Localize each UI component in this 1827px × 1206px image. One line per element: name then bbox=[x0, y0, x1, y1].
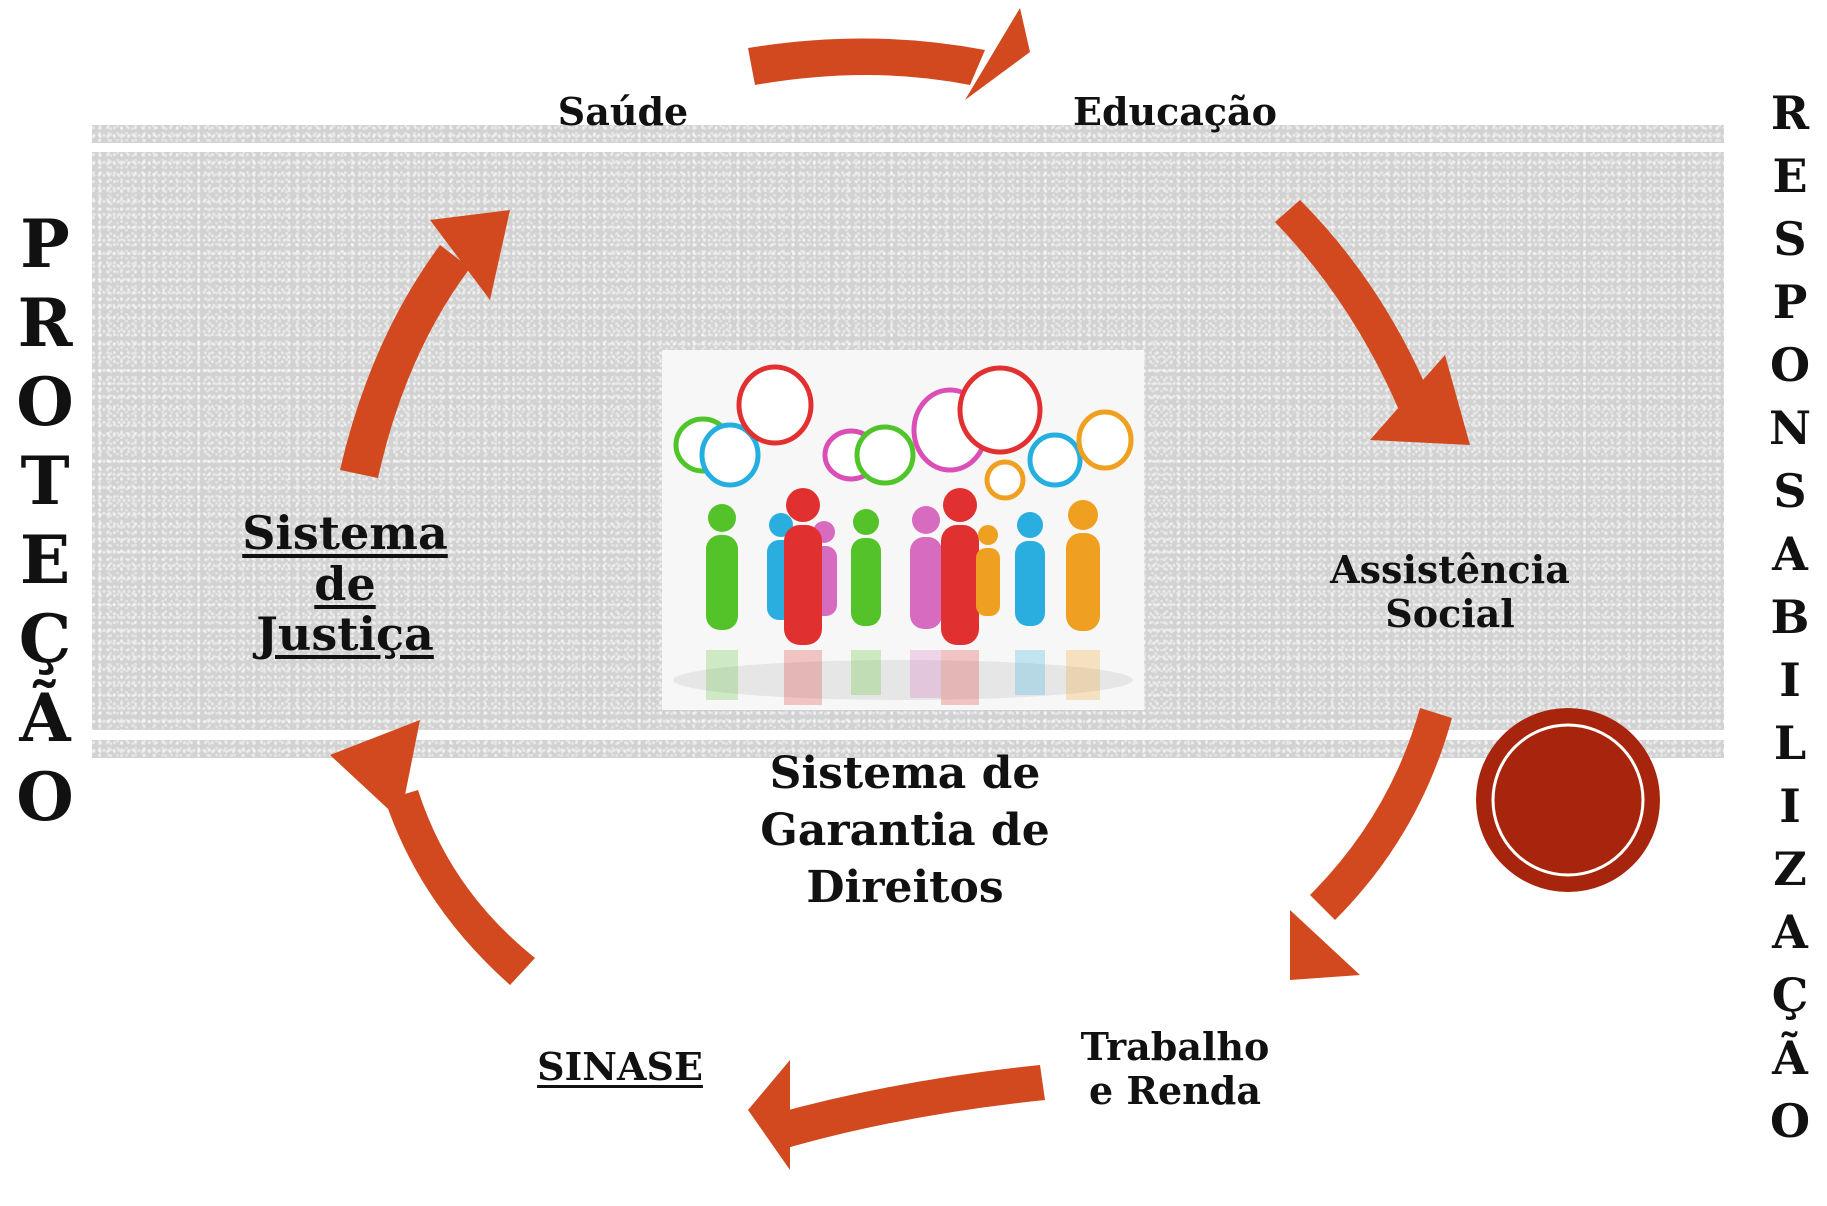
responsabilizacao-letter-9: B bbox=[1770, 590, 1810, 644]
people-speech-bubbles-illustration bbox=[662, 350, 1144, 710]
protecao-letter-8: O bbox=[16, 758, 74, 836]
node-trabalho-e-renda: Trabalho e Renda bbox=[1060, 1025, 1290, 1112]
node-sinase: SINASE bbox=[537, 1044, 703, 1089]
node-trabalho-line-2: e Renda bbox=[1089, 1067, 1261, 1113]
node-justica-line-2: de bbox=[314, 556, 376, 611]
protecao-letter-6: Ç bbox=[18, 600, 72, 678]
node-trabalho-line-1: Trabalho bbox=[1080, 1024, 1270, 1069]
responsabilizacao-letter-5: O bbox=[1769, 338, 1811, 392]
responsabilizacao-letter-14: A bbox=[1772, 905, 1808, 959]
responsabilizacao-letter-3: S bbox=[1773, 212, 1807, 266]
decorative-badge-circle bbox=[1476, 708, 1660, 892]
responsabilizacao-letter-2: E bbox=[1772, 149, 1808, 203]
background-band-bottom-strip bbox=[92, 740, 1724, 758]
responsabilizacao-letter-10: I bbox=[1779, 653, 1801, 707]
protecao-letter-4: T bbox=[20, 442, 70, 520]
node-assistencia-line-2: Social bbox=[1385, 590, 1515, 636]
responsabilizacao-letter-11: L bbox=[1773, 716, 1807, 770]
node-assistencia-line-1: Assistência bbox=[1330, 547, 1570, 592]
protecao-letter-7: Ã bbox=[19, 679, 71, 757]
arrow-sinase-to-justica bbox=[330, 720, 535, 985]
responsabilizacao-letter-15: Ç bbox=[1771, 968, 1809, 1022]
responsabilizacao-letter-17: O bbox=[1769, 1094, 1811, 1148]
arrow-justica-to-saude bbox=[340, 210, 510, 478]
center-caption-line-2: Garantia de bbox=[760, 805, 1050, 857]
responsabilizacao-letter-13: Z bbox=[1773, 842, 1807, 896]
protecao-letter-3: O bbox=[16, 363, 74, 441]
arrow-trabalho-to-sinase bbox=[748, 1060, 1045, 1170]
responsabilizacao-letter-6: N bbox=[1768, 401, 1812, 455]
responsabilizacao-letter-4: P bbox=[1772, 275, 1808, 329]
responsabilizacao-letter-16: Ã bbox=[1772, 1031, 1808, 1085]
arrow-saude-to-educacao bbox=[748, 8, 1030, 100]
responsabilizacao-letter-8: A bbox=[1772, 527, 1808, 581]
center-caption: Sistema de Garantia de Direitos bbox=[730, 745, 1080, 917]
node-justica-line-3: Justiça bbox=[256, 607, 434, 662]
center-caption-line-3: Direitos bbox=[806, 862, 1004, 914]
protecao-letter-5: E bbox=[19, 521, 71, 599]
responsabilizacao-letter-7: S bbox=[1773, 464, 1807, 518]
node-saude: Saúde bbox=[557, 89, 689, 134]
node-sistema-de-justica: Sistema de Justiça bbox=[215, 508, 475, 660]
node-justica-line-1: Sistema bbox=[242, 506, 448, 560]
protecao-letter-1: P bbox=[20, 205, 70, 283]
background-band-top-strip bbox=[92, 125, 1724, 143]
arrow-assistencia-to-trabalho bbox=[1290, 708, 1452, 980]
node-assistencia-social: Assistência Social bbox=[1305, 548, 1595, 635]
responsabilizacao-letter-12: I bbox=[1779, 779, 1801, 833]
center-caption-line-1: Sistema de bbox=[769, 748, 1041, 799]
responsabilizacao-letter-1: R bbox=[1770, 86, 1810, 140]
arrow-educacao-to-assistencia bbox=[1275, 200, 1470, 445]
node-educacao: Educação bbox=[1072, 89, 1278, 134]
protecao-letter-2: R bbox=[17, 284, 73, 362]
